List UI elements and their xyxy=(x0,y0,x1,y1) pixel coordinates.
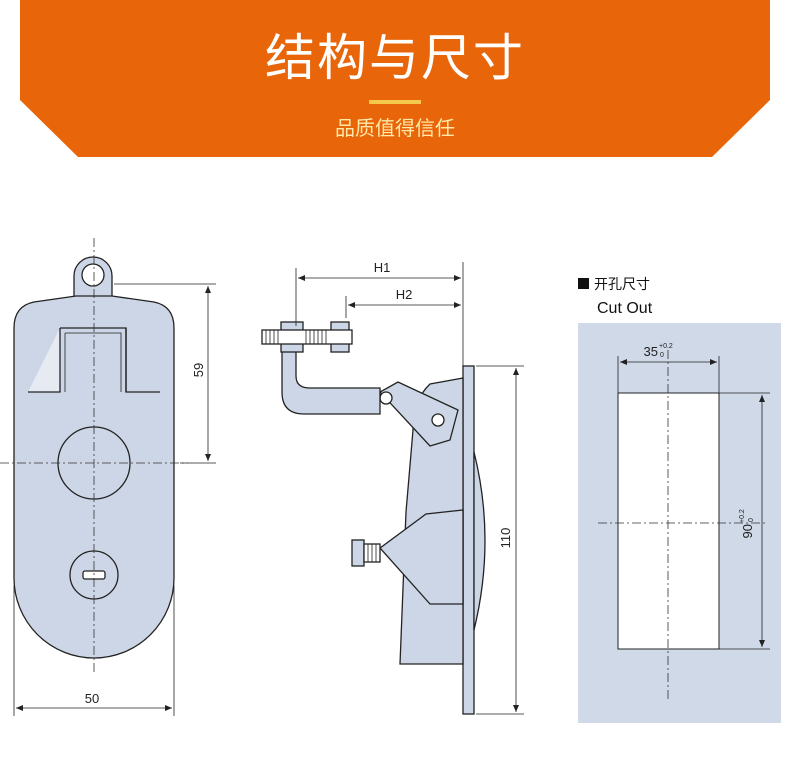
cutout-width-value: 35 xyxy=(644,344,658,359)
side-pivot-2 xyxy=(431,413,445,427)
cutout-title-en: Cut Out xyxy=(597,300,653,317)
cutout-centerlines xyxy=(598,350,768,700)
cutout-dimensions xyxy=(617,356,770,650)
side-h2-label: H2 xyxy=(396,287,413,302)
page-title: 结构与尺寸 xyxy=(265,29,525,87)
cutout-title-bullet xyxy=(578,278,589,289)
side-height-label: 110 xyxy=(498,528,513,549)
front-ear-hole xyxy=(81,263,105,287)
side-curved-face xyxy=(473,451,486,631)
side-threaded-bolt xyxy=(261,329,353,345)
front-view xyxy=(13,256,175,659)
cutout-title-cn: 开孔尺寸 xyxy=(594,277,650,293)
side-view xyxy=(261,321,486,715)
side-dimensions xyxy=(295,262,524,715)
page-subtitle: 品质值得信任 xyxy=(335,116,455,140)
technical-drawing: 59 50 xyxy=(0,238,781,723)
front-centerlines xyxy=(0,238,188,672)
side-cam xyxy=(379,509,464,605)
cutout-height-tol-upper: +0.2 xyxy=(739,509,746,523)
front-dimensions xyxy=(13,283,216,716)
cutout-width-tol-upper: +0.2 xyxy=(659,343,673,350)
cutout-width-tol-lower: 0 xyxy=(660,352,664,359)
title-underline xyxy=(369,100,421,104)
cutout-height-tol-lower: 0 xyxy=(748,518,755,522)
side-bolt-threads xyxy=(265,330,377,562)
side-plate xyxy=(462,365,475,715)
header-banner xyxy=(20,0,770,157)
side-h1-label: H1 xyxy=(374,260,391,275)
side-lever xyxy=(378,381,459,447)
cutout-hole xyxy=(617,392,720,650)
cutout-height-value: 90 xyxy=(740,524,755,538)
side-hook-arm xyxy=(281,329,381,415)
front-height-label: 59 xyxy=(191,363,206,377)
banner-shape xyxy=(20,0,770,157)
front-width-label: 50 xyxy=(85,691,99,706)
side-pivot-1 xyxy=(379,391,393,405)
side-lower-bolt xyxy=(351,539,365,567)
